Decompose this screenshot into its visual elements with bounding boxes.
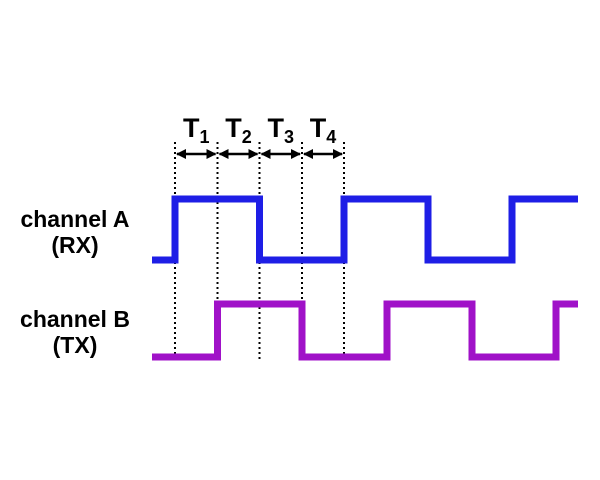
interval-label: T4	[310, 113, 337, 147]
interval-label: T2	[225, 113, 252, 147]
arrowhead-right-icon	[248, 149, 259, 159]
channel-b-waveform	[152, 300, 578, 361]
interval-label: T1	[183, 113, 210, 147]
arrowhead-left-icon	[303, 149, 313, 159]
channel-b-subtitle: (TX)	[52, 332, 98, 358]
channel-b-label: channel B (TX)	[0, 306, 150, 358]
arrowhead-right-icon	[206, 149, 217, 159]
arrowhead-left-icon	[218, 149, 229, 159]
arrowhead-right-icon	[333, 149, 343, 159]
channel-a-label: channel A (RX)	[0, 206, 150, 258]
channel-a-name: channel A	[20, 206, 130, 232]
arrowhead-left-icon	[176, 149, 186, 159]
channel-a-subtitle: (RX)	[51, 232, 99, 258]
arrowhead-left-icon	[260, 149, 271, 159]
interval-label: T3	[267, 113, 294, 147]
arrowhead-right-icon	[291, 149, 301, 159]
channel-a-waveform	[152, 195, 578, 264]
channel-b-name: channel B	[20, 306, 130, 332]
